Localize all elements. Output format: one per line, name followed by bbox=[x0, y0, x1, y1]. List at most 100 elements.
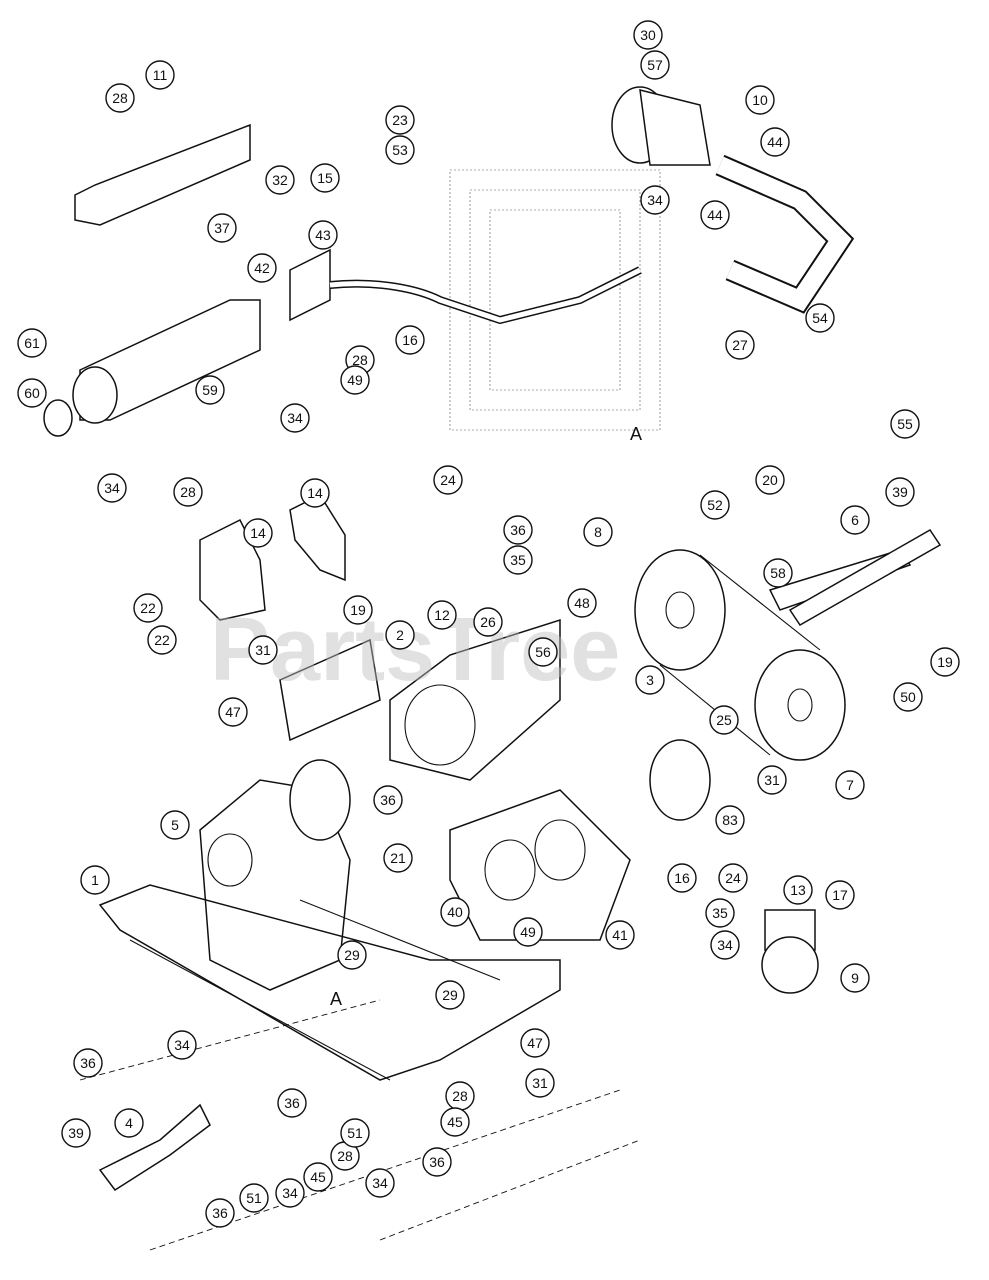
callout-8: 8 bbox=[583, 517, 613, 547]
callout-label: 3 bbox=[646, 672, 654, 688]
callout-label: 34 bbox=[174, 1037, 190, 1053]
callout-49: 49 bbox=[340, 365, 370, 395]
callout-3: 3 bbox=[635, 665, 665, 695]
callout-label: 22 bbox=[154, 632, 170, 648]
callout-circle bbox=[583, 517, 613, 547]
callout-label: 34 bbox=[287, 410, 303, 426]
callout-circle bbox=[840, 505, 870, 535]
callout-circle bbox=[520, 1028, 550, 1058]
callout-circle bbox=[840, 963, 870, 993]
callout-label: 12 bbox=[434, 607, 450, 623]
callout-29: 29 bbox=[337, 940, 367, 970]
callout-label: 7 bbox=[846, 777, 854, 793]
callout-label: 11 bbox=[153, 67, 168, 83]
callout-label: 28 bbox=[112, 90, 128, 106]
callout-label: 52 bbox=[707, 497, 723, 513]
callout-36: 36 bbox=[503, 515, 533, 545]
callout-34: 34 bbox=[640, 185, 670, 215]
callout-21: 21 bbox=[383, 843, 413, 873]
callout-42: 42 bbox=[247, 253, 277, 283]
callout-44: 44 bbox=[760, 127, 790, 157]
callout-circle bbox=[300, 478, 330, 508]
callout-label: 29 bbox=[344, 947, 360, 963]
callout-52: 52 bbox=[700, 490, 730, 520]
callout-6: 6 bbox=[840, 505, 870, 535]
callout-circle bbox=[395, 325, 425, 355]
callout-label: 15 bbox=[317, 170, 333, 186]
callout-label: 23 bbox=[392, 112, 408, 128]
callout-2: 2 bbox=[385, 620, 415, 650]
pulleys bbox=[634, 549, 912, 821]
callout-circle bbox=[930, 647, 960, 677]
callout-31: 31 bbox=[525, 1068, 555, 1098]
callout-circle bbox=[427, 600, 457, 630]
frame bbox=[98, 884, 561, 1081]
callout-label: 31 bbox=[255, 642, 271, 658]
callout-circle bbox=[635, 665, 665, 695]
callout-label: 19 bbox=[937, 654, 953, 670]
callout-28: 28 bbox=[330, 1141, 360, 1171]
callout-35: 35 bbox=[503, 545, 533, 575]
callout-14: 14 bbox=[300, 478, 330, 508]
callout-label: 35 bbox=[712, 905, 728, 921]
callout-49: 49 bbox=[513, 917, 543, 947]
callout-label: 32 bbox=[272, 172, 288, 188]
reference-label-a: A bbox=[630, 424, 642, 444]
callout-15: 15 bbox=[310, 163, 340, 193]
callout-27: 27 bbox=[725, 330, 755, 360]
callout-36: 36 bbox=[205, 1198, 235, 1228]
callout-56: 56 bbox=[528, 637, 558, 667]
callout-17: 17 bbox=[825, 880, 855, 910]
callout-label: 39 bbox=[892, 484, 908, 500]
callout-label: 9 bbox=[851, 970, 859, 986]
callout-label: 57 bbox=[647, 57, 663, 73]
callout-circle bbox=[513, 917, 543, 947]
callout-label: 14 bbox=[307, 485, 323, 501]
callout-label: 41 bbox=[612, 927, 628, 943]
callout-label: 16 bbox=[402, 332, 418, 348]
callout-40: 40 bbox=[440, 897, 470, 927]
callout-label: 49 bbox=[347, 372, 363, 388]
callout-label: 28 bbox=[452, 1088, 468, 1104]
callout-label: 48 bbox=[574, 595, 590, 611]
callout-19: 19 bbox=[343, 595, 373, 625]
callout-label: 61 bbox=[24, 335, 40, 351]
callout-label: 14 bbox=[250, 525, 266, 541]
callout-36: 36 bbox=[277, 1088, 307, 1118]
callout-label: 45 bbox=[310, 1169, 326, 1185]
callout-label: 20 bbox=[762, 472, 778, 488]
callout-51: 51 bbox=[239, 1183, 269, 1213]
brackets bbox=[199, 494, 381, 742]
callout-label: 83 bbox=[722, 812, 738, 828]
callout-circle bbox=[248, 635, 278, 665]
callout-label: 27 bbox=[732, 337, 748, 353]
callout-circle bbox=[433, 465, 463, 495]
callout-circle bbox=[105, 83, 135, 113]
callout-circle bbox=[710, 930, 740, 960]
callout-label: 44 bbox=[767, 134, 783, 150]
callout-label: 22 bbox=[140, 600, 156, 616]
callout-34: 34 bbox=[365, 1168, 395, 1198]
callout-circle bbox=[310, 163, 340, 193]
callout-7: 7 bbox=[835, 770, 865, 800]
callout-circle bbox=[280, 403, 310, 433]
callout-41: 41 bbox=[605, 920, 635, 950]
callout-circle bbox=[745, 85, 775, 115]
callout-circle bbox=[167, 1030, 197, 1060]
callout-circle bbox=[145, 60, 175, 90]
callout-22: 22 bbox=[147, 625, 177, 655]
callout-label: 36 bbox=[212, 1205, 228, 1221]
callout-label: 47 bbox=[225, 704, 241, 720]
callout-34: 34 bbox=[97, 473, 127, 503]
callout-circle bbox=[303, 1162, 333, 1192]
callout-14: 14 bbox=[243, 518, 273, 548]
callout-label: 21 bbox=[390, 850, 406, 866]
callout-28: 28 bbox=[105, 83, 135, 113]
callout-label: 35 bbox=[510, 552, 526, 568]
callout-label: 36 bbox=[510, 522, 526, 538]
callout-circle bbox=[97, 473, 127, 503]
callout-34: 34 bbox=[275, 1178, 305, 1208]
callout-label: 40 bbox=[447, 904, 463, 920]
callout-label: 28 bbox=[180, 484, 196, 500]
